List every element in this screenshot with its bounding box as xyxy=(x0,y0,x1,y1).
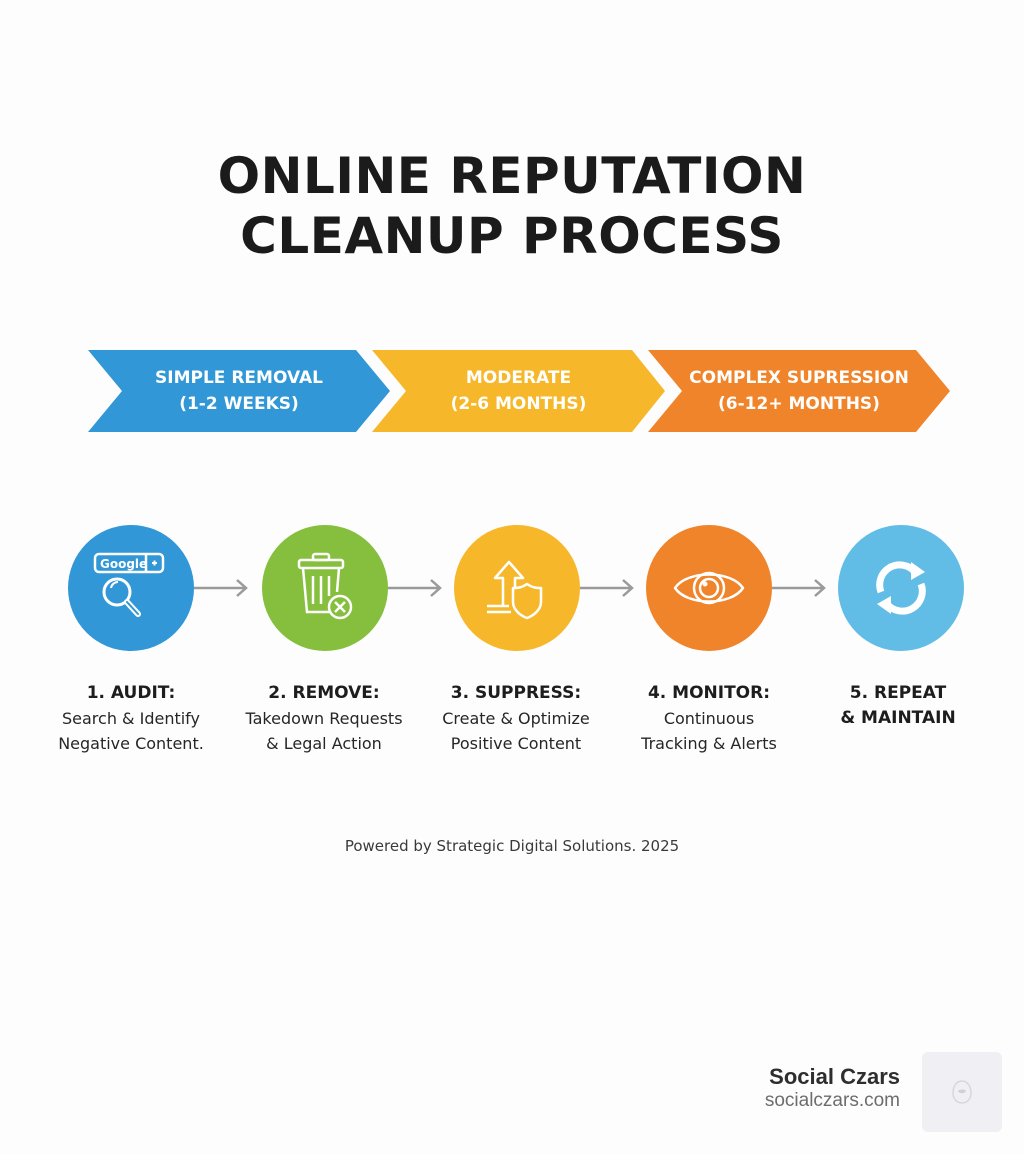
chevron-shape xyxy=(372,350,665,432)
arrow-right-icon xyxy=(388,579,442,597)
arrow-right-icon xyxy=(772,579,826,597)
google-search-icon: Google xyxy=(93,552,165,617)
phase-label: COMPLEX SUPRESSION xyxy=(689,368,909,388)
step-desc-line2: & Legal Action xyxy=(266,734,382,753)
brand-block: Social Czars socialczars.com xyxy=(765,1064,900,1112)
phase-moderate: MODERATE (2-6 MONTHS) xyxy=(372,350,665,432)
phase-duration: (2-6 MONTHS) xyxy=(450,394,587,414)
brand-logo xyxy=(922,1052,1002,1132)
phase-duration: (1-2 WEEKS) xyxy=(179,394,299,414)
step-remove-circle xyxy=(262,525,388,651)
step-desc-line1: Search & Identify xyxy=(61,709,200,728)
step-title: 4. MONITOR: xyxy=(647,683,771,703)
refresh-cycle-icon xyxy=(876,561,926,615)
step-desc-line2: Positive Content xyxy=(450,734,582,753)
trash-remove-icon xyxy=(297,552,353,620)
svg-text:Google: Google xyxy=(100,557,147,571)
step-audit-circle: Google xyxy=(68,525,194,651)
step-desc-line1: Continuous xyxy=(663,709,755,728)
bear-logo-icon xyxy=(952,1080,972,1104)
chevron-shape xyxy=(648,350,950,432)
step-repeat-text: 5. REPEAT & MAINTAIN xyxy=(803,681,993,731)
step-title: 1. AUDIT: xyxy=(86,683,176,703)
phase-label: MODERATE xyxy=(465,368,572,388)
step-desc-line2: Negative Content. xyxy=(58,734,204,753)
step-suppress-text: 3. SUPPRESS: Create & Optimize Positive … xyxy=(421,681,611,756)
step-desc-line1: Create & Optimize xyxy=(442,709,590,728)
phase-complex-suppression: COMPLEX SUPRESSION (6-12+ MONTHS) xyxy=(648,350,950,432)
step-title: 2. REMOVE: xyxy=(268,683,380,703)
step-monitor-circle xyxy=(646,525,772,651)
footer-note: Powered by Strategic Digital Solutions. … xyxy=(344,837,680,855)
phase-duration: (6-12+ MONTHS) xyxy=(718,394,880,414)
brand-name: Social Czars xyxy=(769,1064,900,1089)
step-title-line2: & MAINTAIN xyxy=(840,708,956,728)
brand-url[interactable]: socialczars.com xyxy=(764,1090,900,1111)
step-title: 3. SUPPRESS: xyxy=(450,683,582,703)
step-suppress-circle xyxy=(454,525,580,651)
arrow-right-icon xyxy=(580,579,634,597)
arrow-up-shield-icon xyxy=(487,560,543,620)
phase-label: SIMPLE REMOVAL xyxy=(155,368,323,388)
chevron-shape xyxy=(88,350,390,432)
phase-simple-removal: SIMPLE REMOVAL (1-2 WEEKS) xyxy=(88,350,390,432)
title-line-1: ONLINE REPUTATION xyxy=(217,147,807,205)
step-desc-line2: Tracking & Alerts xyxy=(641,734,777,753)
eye-icon xyxy=(673,571,745,605)
step-remove-text: 2. REMOVE: Takedown Requests & Legal Act… xyxy=(229,681,419,756)
step-title: 5. REPEAT xyxy=(849,683,947,703)
step-audit-text: 1. AUDIT: Search & Identify Negative Con… xyxy=(36,681,226,756)
phase-timeline: SIMPLE REMOVAL (1-2 WEEKS) MODERATE (2-6… xyxy=(0,350,1024,432)
page-title: ONLINE REPUTATION CLEANUP PROCESS xyxy=(0,146,1024,266)
step-monitor-text: 4. MONITOR: Continuous Tracking & Alerts xyxy=(614,681,804,756)
step-repeat-circle xyxy=(838,525,964,651)
arrow-right-icon xyxy=(194,579,248,597)
title-line-2: CLEANUP PROCESS xyxy=(240,207,784,265)
step-desc-line1: Takedown Requests xyxy=(245,709,403,728)
